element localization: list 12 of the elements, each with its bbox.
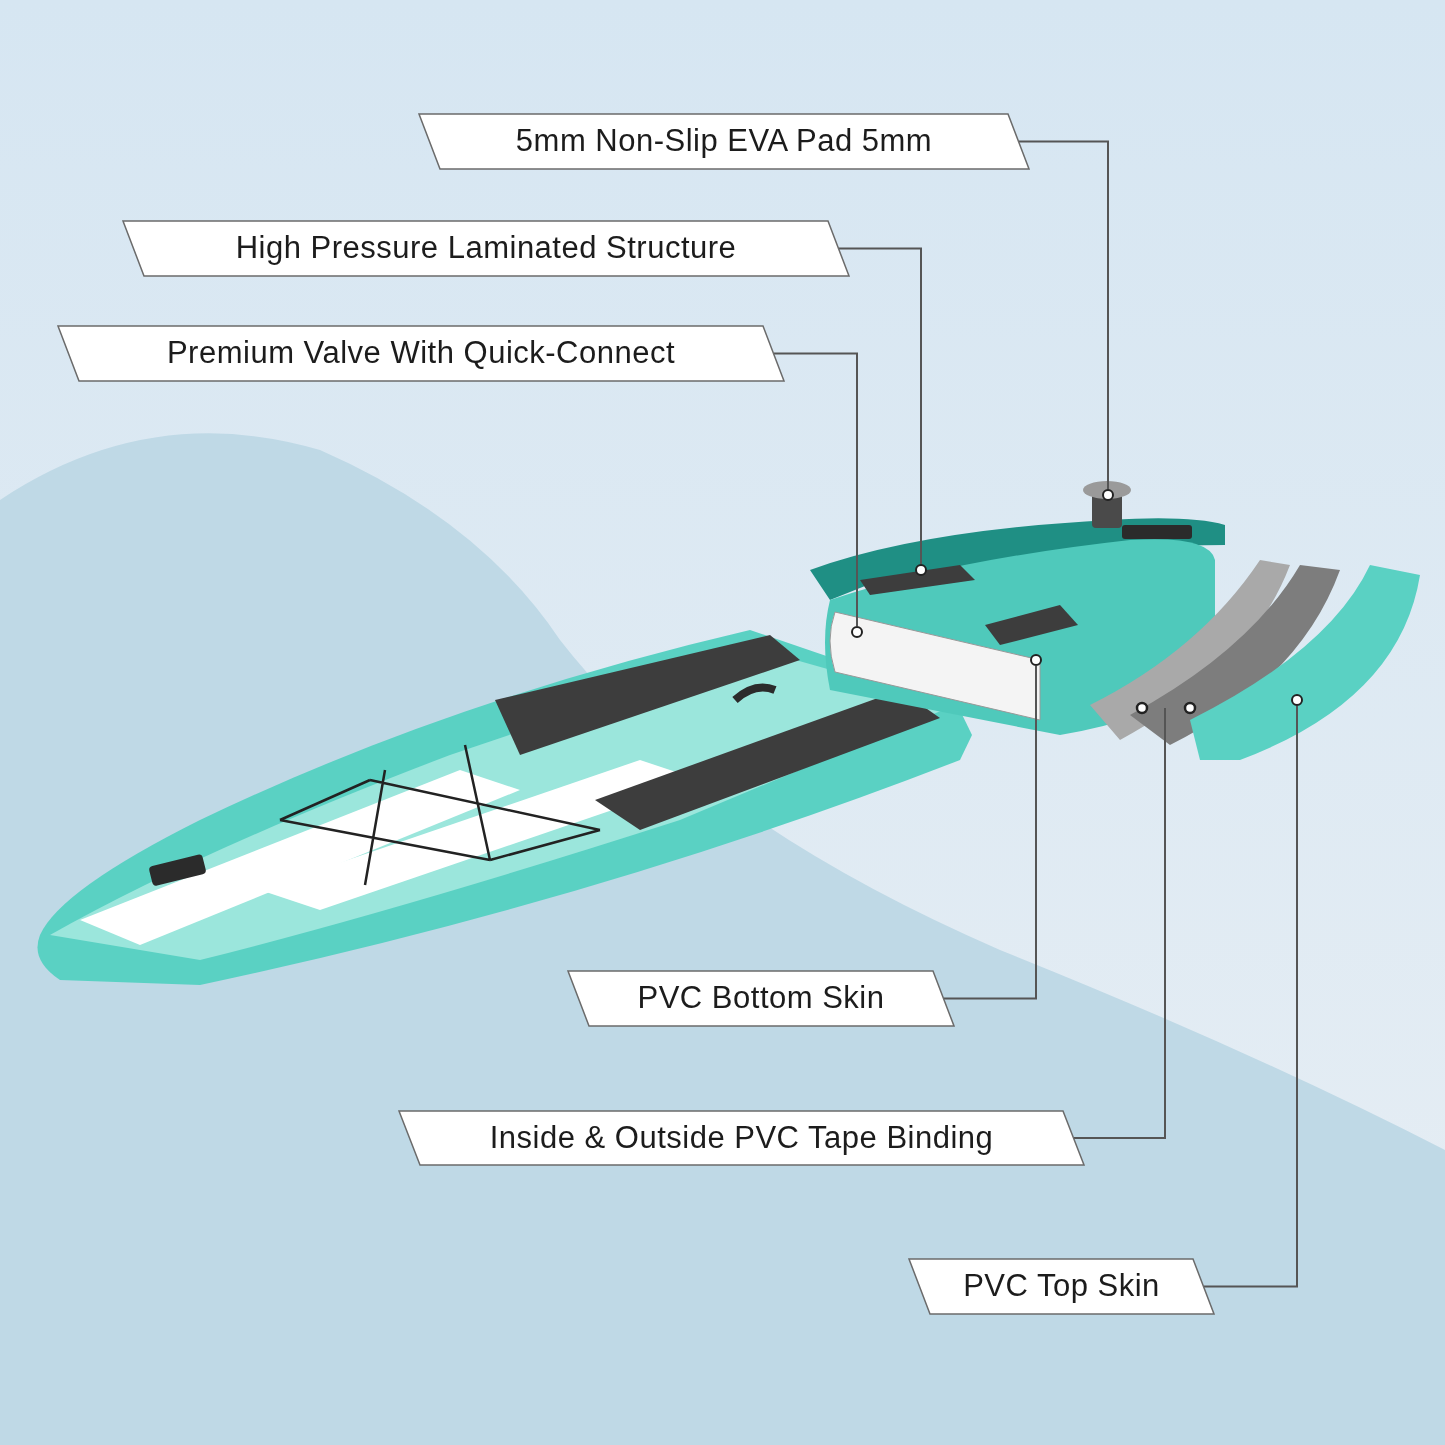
callout-label: Premium Valve With Quick-Connect [57, 325, 785, 382]
callout-label: PVC Top Skin [908, 1258, 1215, 1315]
callout-label: High Pressure Laminated Structure [122, 220, 850, 277]
leader-line [838, 247, 922, 565]
leader-line [1073, 707, 1166, 1139]
leader-line [773, 352, 858, 627]
callout-label: 5mm Non-Slip EVA Pad 5mm [418, 113, 1030, 170]
leader-line [1018, 140, 1109, 490]
leader-line [943, 665, 1037, 1000]
callout-label: Inside & Outside PVC Tape Binding [398, 1110, 1085, 1166]
callout-label: PVC Bottom Skin [567, 970, 955, 1027]
leader-line [1203, 705, 1298, 1288]
